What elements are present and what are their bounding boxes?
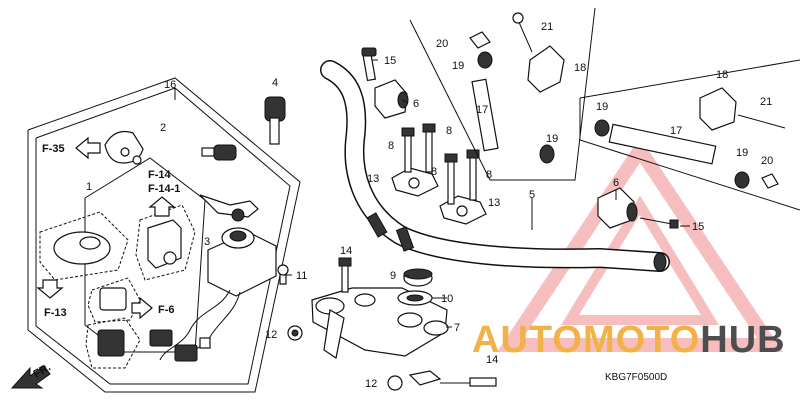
callout-12a: 12	[265, 329, 277, 341]
holder-right	[439, 149, 487, 225]
ref-f13: F-13	[44, 307, 67, 319]
ref-front: FR.	[32, 361, 53, 380]
callout-19b: 19	[546, 133, 558, 145]
inset-parts-right	[594, 87, 786, 189]
callout-15a: 15	[384, 55, 396, 67]
bolt-14-upper	[338, 257, 352, 293]
bracket-part	[135, 204, 196, 281]
watermark-text-a: AUTOMOTO	[472, 319, 700, 361]
bar-end-weight-right	[597, 187, 679, 229]
seal-part	[39, 211, 129, 281]
callout-20a: 20	[436, 38, 448, 50]
ref-f35: F-35	[42, 143, 65, 155]
cap-part	[104, 130, 144, 165]
callout-14b: 14	[486, 354, 498, 366]
nut-12-left	[287, 325, 303, 341]
callout-12b: 12	[365, 378, 377, 390]
ref-f14: F-14	[148, 169, 172, 181]
callout-17b: 17	[670, 125, 682, 137]
key-part	[264, 96, 286, 145]
callout-9: 9	[390, 270, 396, 282]
callout-14a: 14	[340, 245, 352, 257]
ref-arrow-f35	[75, 136, 101, 160]
handlebar-part	[320, 60, 670, 272]
watermark-text-b: HUB	[700, 319, 785, 361]
holder-left	[391, 123, 439, 197]
washer-part	[397, 290, 433, 306]
key-insert-part	[199, 194, 259, 222]
callout-19c: 19	[596, 101, 608, 113]
leader-lines	[283, 59, 690, 328]
ref-arrow-f6	[131, 296, 153, 320]
callout-17a: 17	[476, 104, 488, 116]
callout-8a: 8	[388, 140, 394, 152]
callout-19d: 19	[736, 147, 748, 159]
callout-8b: 8	[446, 125, 452, 137]
callout-3: 3	[204, 236, 210, 248]
callout-21a: 21	[541, 21, 553, 33]
callout-4: 4	[272, 77, 278, 89]
callout-13b: 13	[488, 197, 500, 209]
watermark-text: AUTOMOTOHUB	[472, 319, 786, 361]
ref-f14-1: F-14-1	[148, 183, 180, 195]
ref-arrow-f14	[148, 196, 176, 217]
callout-18b: 18	[716, 69, 728, 81]
lower-clamp	[387, 370, 497, 391]
callout-16: 16	[164, 79, 176, 91]
callout-13a: 13	[367, 173, 379, 185]
inset-parts-upper	[469, 12, 565, 164]
callout-6b: 6	[613, 177, 619, 189]
small-key-part	[201, 144, 237, 161]
callout-11: 11	[296, 270, 307, 282]
callout-10: 10	[441, 293, 453, 305]
callout-21b: 21	[760, 96, 772, 108]
ref-arrow-f13	[36, 279, 64, 299]
ignition-switch-part	[149, 227, 277, 362]
callout-18a: 18	[574, 62, 586, 74]
callout-8d: 8	[486, 169, 492, 181]
callout-2: 2	[160, 122, 166, 134]
bar-end-weight-left	[361, 47, 409, 119]
connector-part	[85, 277, 141, 369]
ref-f6: F-6	[158, 304, 175, 316]
callout-5: 5	[529, 189, 535, 201]
watermark-triangle	[496, 137, 784, 352]
drawing-code: KBG7F0500D	[605, 372, 667, 383]
callout-19a: 19	[452, 60, 464, 72]
nut-part	[403, 268, 433, 287]
callout-7: 7	[454, 322, 460, 334]
callout-20b: 20	[761, 155, 773, 167]
callout-6a: 6	[413, 98, 419, 110]
inset-frame	[409, 7, 800, 211]
callout-15b: 15	[692, 221, 704, 233]
front-arrow	[10, 365, 51, 389]
callout-1: 1	[86, 181, 92, 193]
callout-8c: 8	[431, 166, 437, 178]
